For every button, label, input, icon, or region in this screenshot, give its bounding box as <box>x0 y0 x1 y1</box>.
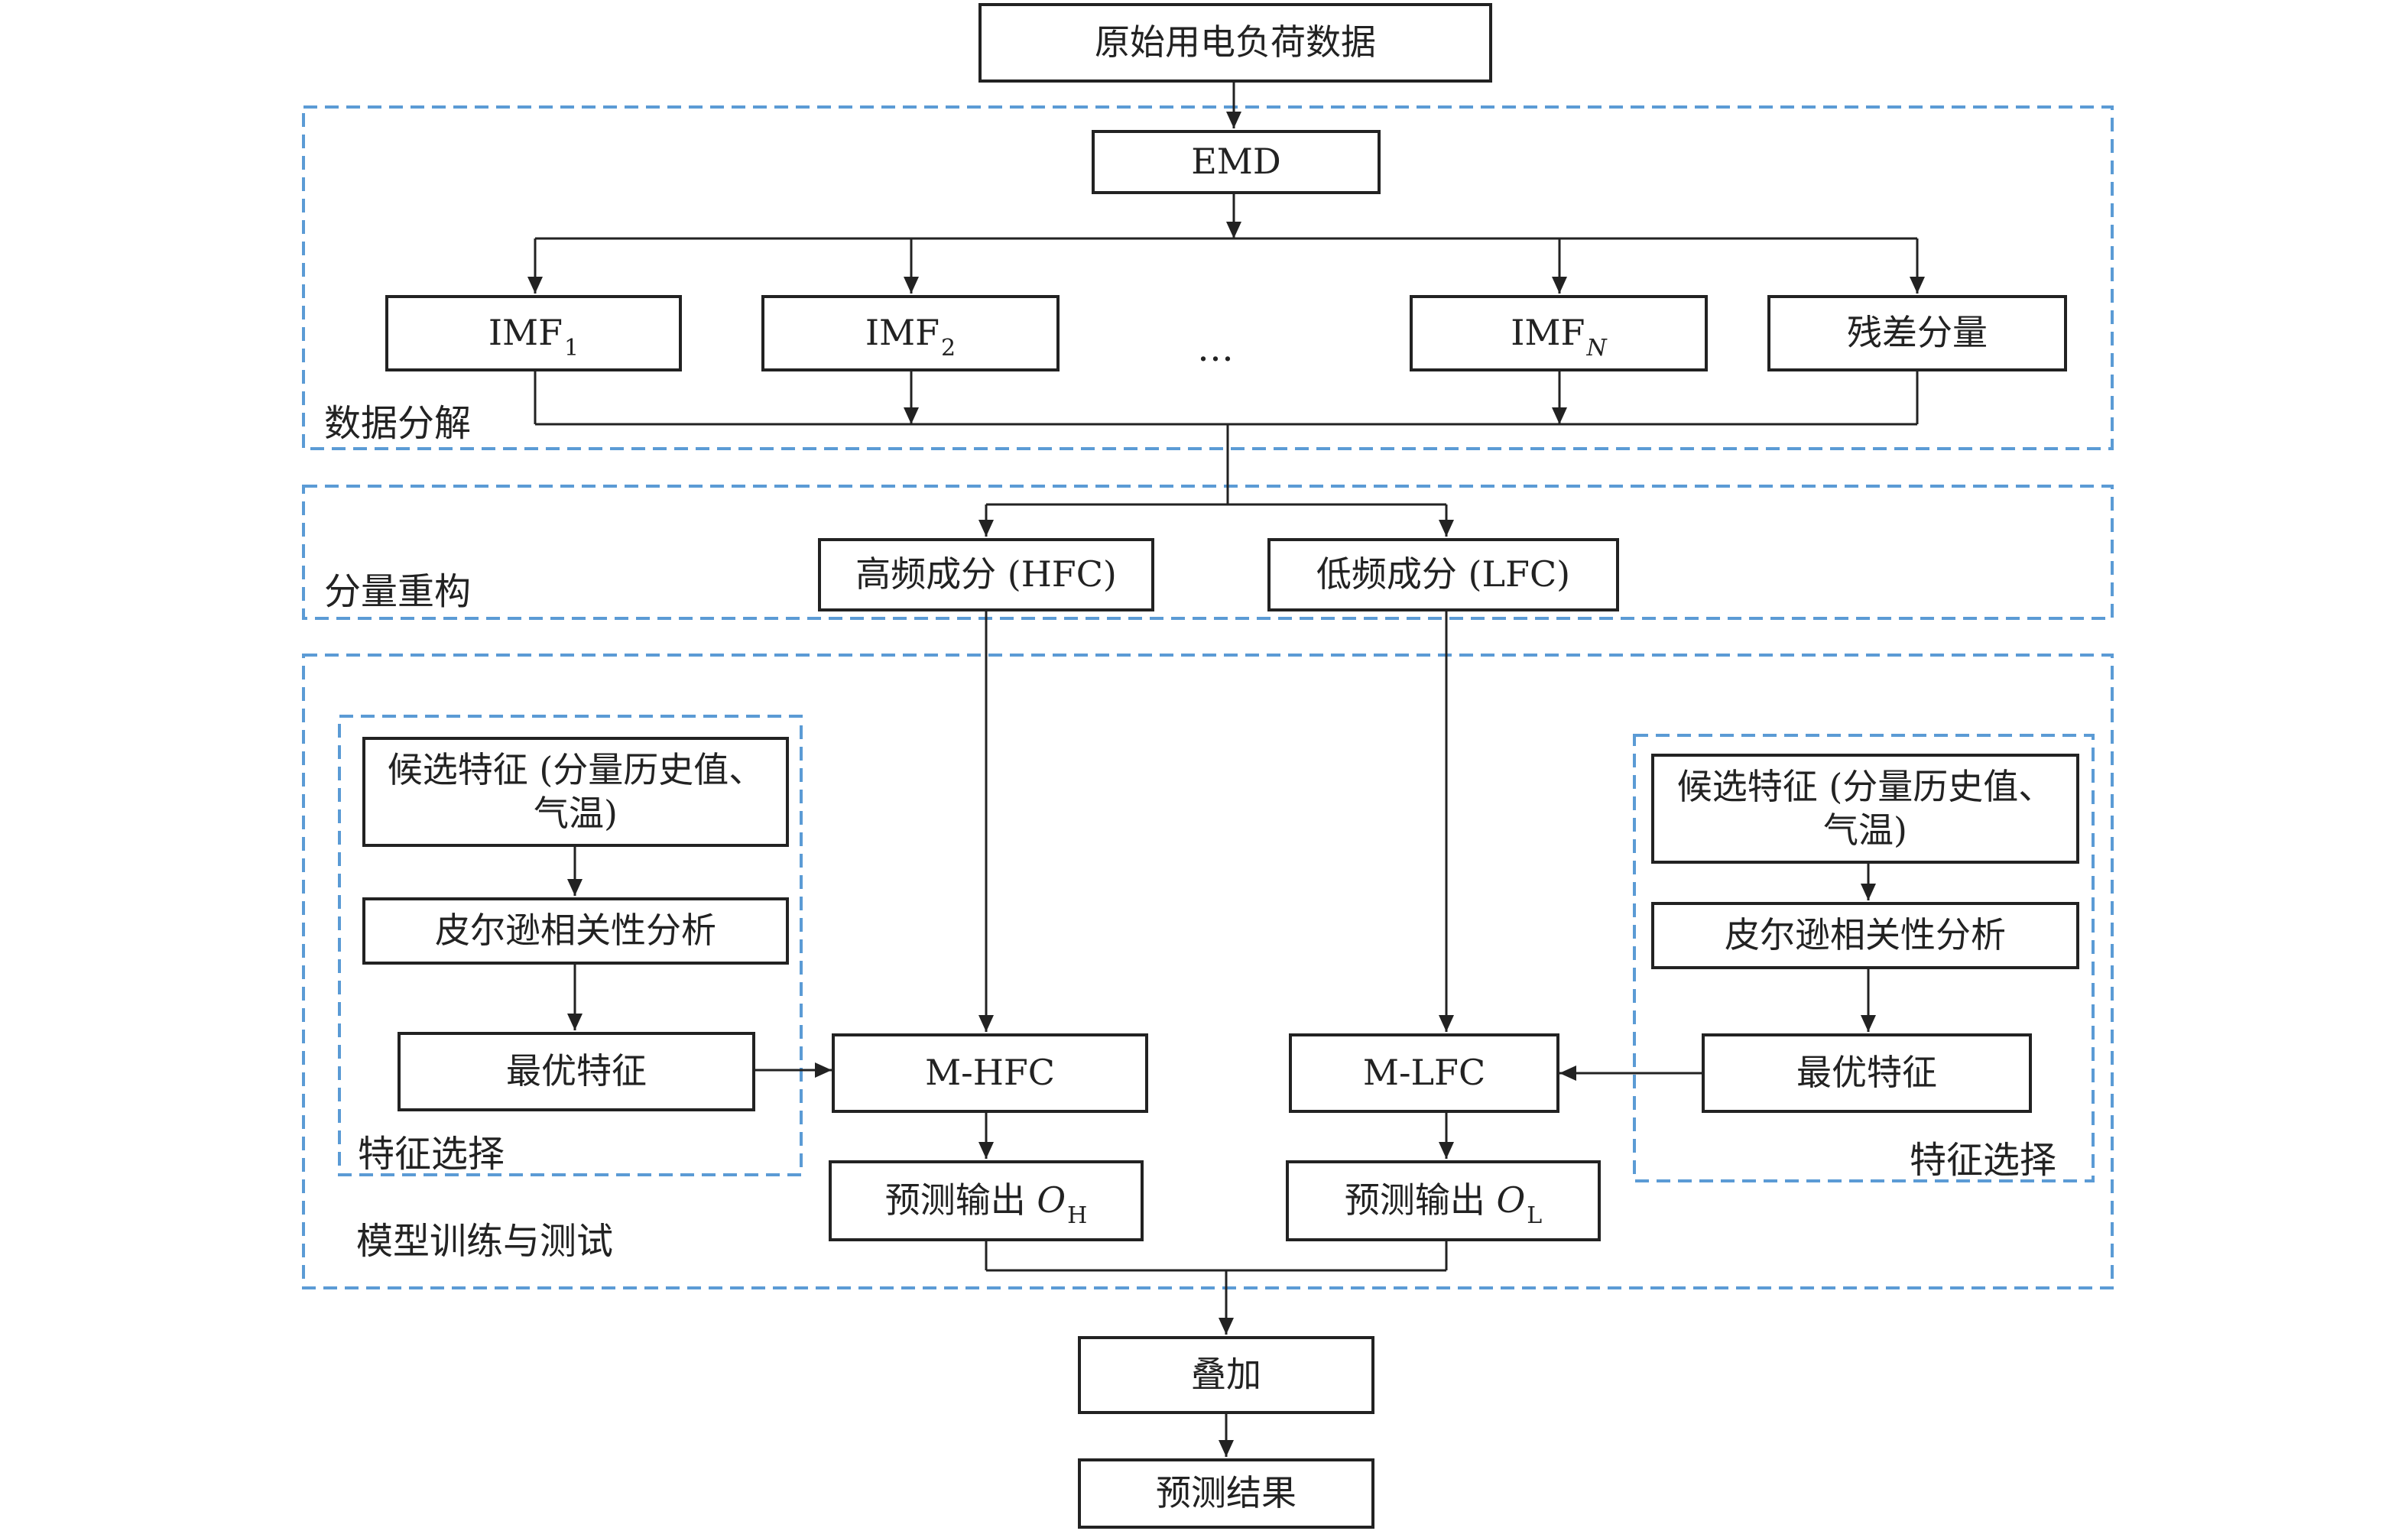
right-feature-region <box>1633 734 2095 1182</box>
reconstruction-region <box>302 485 2114 620</box>
imf1-box: IMF1 <box>385 295 682 371</box>
imfn-label: IMFN <box>1511 312 1607 362</box>
imf1-label: IMF1 <box>488 312 579 362</box>
result-box: 预测结果 <box>1078 1458 1374 1529</box>
imf2-label: IMF2 <box>865 312 956 362</box>
m-hfc-box: M-HFC <box>832 1033 1148 1113</box>
decomposition-region <box>302 105 2114 450</box>
m-hfc-label: M-HFC <box>925 1052 1055 1094</box>
raw-data-box: 原始用电负荷数据 <box>978 3 1492 83</box>
hfc-label: 高频成分 (HFC) <box>855 553 1117 595</box>
m-lfc-box: M-LFC <box>1289 1033 1559 1113</box>
m-lfc-label: M-LFC <box>1362 1052 1486 1094</box>
emd-box: EMD <box>1092 130 1381 194</box>
superpose-box: 叠加 <box>1078 1336 1374 1414</box>
imf2-box: IMF2 <box>761 295 1060 371</box>
residual-box: 残差分量 <box>1767 295 2067 371</box>
left-candidate-label: 候选特征 (分量历史值、气温) <box>387 748 764 835</box>
training-region <box>302 654 2114 1289</box>
residual-label: 残差分量 <box>1847 312 1988 354</box>
left-pearson-label: 皮尔逊相关性分析 <box>435 910 716 952</box>
training-label: 模型训练与测试 <box>356 1220 614 1263</box>
pred-l-label: 预测输出 OL <box>1344 1179 1543 1230</box>
lfc-box: 低频成分 (LFC) <box>1267 538 1619 611</box>
right-pearson-label: 皮尔逊相关性分析 <box>1725 914 2006 956</box>
right-pearson-box: 皮尔逊相关性分析 <box>1651 902 2079 969</box>
right-optimal-box: 最优特征 <box>1702 1033 2032 1113</box>
raw-data-label: 原始用电负荷数据 <box>1095 21 1376 63</box>
right-candidate-label: 候选特征 (分量历史值、气温) <box>1676 765 2054 851</box>
right-candidate-box: 候选特征 (分量历史值、气温) <box>1651 754 2079 864</box>
result-label: 预测结果 <box>1156 1472 1296 1514</box>
right-optimal-label: 最优特征 <box>1796 1052 1937 1094</box>
left-candidate-box: 候选特征 (分量历史值、气温) <box>362 737 789 847</box>
superpose-label: 叠加 <box>1191 1354 1261 1396</box>
left-pearson-box: 皮尔逊相关性分析 <box>362 897 789 965</box>
pred-h-box: 预测输出 OH <box>829 1160 1144 1241</box>
right-feature-label: 特征选择 <box>1910 1139 2057 1182</box>
left-optimal-label: 最优特征 <box>506 1050 647 1092</box>
imfn-box: IMFN <box>1410 295 1708 371</box>
left-feature-region <box>338 715 803 1176</box>
emd-label: EMD <box>1191 141 1281 183</box>
ellipsis-label: … <box>1197 327 1234 370</box>
reconstruction-label: 分量重构 <box>324 570 472 613</box>
lfc-label: 低频成分 (LFC) <box>1316 553 1571 595</box>
left-feature-label: 特征选择 <box>358 1133 505 1176</box>
hfc-box: 高频成分 (HFC) <box>818 538 1154 611</box>
left-optimal-box: 最优特征 <box>398 1032 755 1111</box>
decomposition-label: 数据分解 <box>324 402 472 445</box>
pred-h-label: 预测输出 OH <box>884 1179 1088 1230</box>
pred-l-box: 预测输出 OL <box>1286 1160 1601 1241</box>
